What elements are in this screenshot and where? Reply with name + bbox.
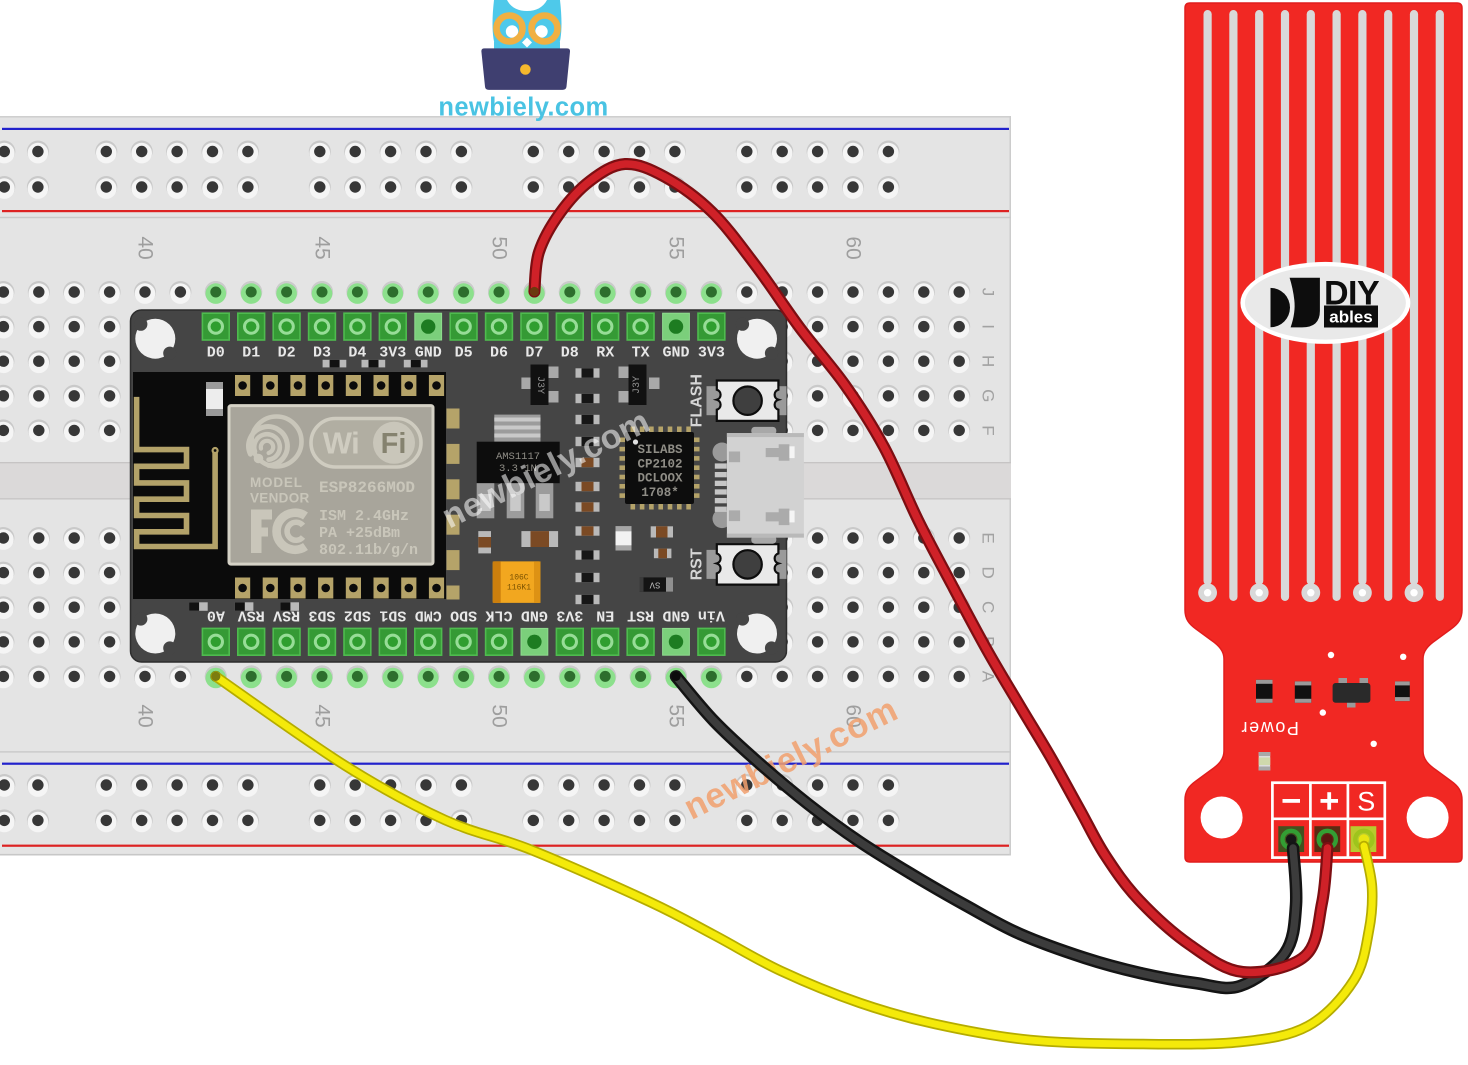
svg-text:RST: RST [627,607,654,624]
svg-text:TX: TX [632,345,650,362]
svg-text:45: 45 [311,704,334,727]
svg-text:45: 45 [311,236,334,259]
svg-text:CP2102: CP2102 [637,457,682,471]
svg-text:40: 40 [134,704,157,727]
svg-text:1708*: 1708* [641,486,679,500]
svg-text:H: H [979,355,998,367]
svg-text:50: 50 [488,236,511,259]
svg-text:SD2: SD2 [344,607,371,624]
svg-text:116K1: 116K1 [507,584,531,593]
svg-text:CLK: CLK [485,607,512,624]
svg-text:FLASH: FLASH [689,374,706,427]
svg-text:D4: D4 [348,345,366,362]
svg-text:VENDOR: VENDOR [250,491,310,506]
svg-text:Power: Power [1240,718,1299,738]
svg-text:D: D [979,566,998,578]
svg-text:Fi: Fi [381,428,407,460]
svg-text:D1: D1 [242,345,260,362]
svg-text:J: J [979,288,998,297]
svg-text:50: 50 [488,704,511,727]
svg-text:MODEL: MODEL [250,475,303,490]
svg-text:C: C [979,601,998,613]
svg-text:D5: D5 [455,345,473,362]
svg-text:55: 55 [665,704,688,727]
svg-text:SV: SV [649,580,660,590]
svg-text:SDO: SDO [450,607,477,624]
svg-text:PA +25dBm: PA +25dBm [319,525,400,542]
svg-text:G: G [979,389,998,402]
svg-text:newbiely.com: newbiely.com [438,94,608,122]
svg-text:A0: A0 [207,607,225,624]
svg-text:SD1: SD1 [379,607,406,624]
svg-text:Vin: Vin [698,607,725,624]
svg-text:106C: 106C [509,574,528,583]
svg-text:CMD: CMD [415,607,442,624]
svg-text:SILABS: SILABS [637,443,683,457]
svg-text:S: S [1357,787,1375,817]
svg-text:ables: ables [1329,308,1372,327]
svg-text:802.11b/g/n: 802.11b/g/n [319,542,418,559]
svg-text:D3: D3 [313,345,331,362]
svg-text:GND: GND [521,607,548,624]
svg-text:SD3: SD3 [308,607,335,624]
svg-text:40: 40 [134,236,157,259]
svg-text:D8: D8 [561,345,579,362]
svg-text:55: 55 [665,236,688,259]
svg-text:F: F [979,425,998,435]
svg-text:DCLOOX: DCLOOX [637,472,683,486]
svg-text:D2: D2 [278,345,296,362]
svg-text:GND: GND [662,345,689,362]
svg-text:EN: EN [596,607,614,624]
svg-text:A: A [979,671,998,683]
svg-text:3.3 1N: 3.3 1N [499,463,537,475]
svg-text:D0: D0 [207,345,225,362]
svg-text:Wi: Wi [323,426,360,461]
svg-text:ESP8266MOD: ESP8266MOD [319,479,415,497]
svg-text:3V3: 3V3 [379,345,406,362]
svg-text:60: 60 [842,236,865,259]
svg-text:RX: RX [596,345,614,362]
svg-text:J3Y: J3Y [632,376,643,394]
svg-text:D6: D6 [490,345,508,362]
svg-text:GND: GND [662,607,689,624]
svg-text:3V3: 3V3 [698,345,725,362]
svg-text:60: 60 [842,704,865,727]
svg-text:J3Y: J3Y [534,376,545,394]
svg-text:E: E [979,532,998,543]
svg-text:GND: GND [415,345,442,362]
svg-text:AMS1117: AMS1117 [496,451,540,463]
svg-text:3V3: 3V3 [556,607,583,624]
svg-text:D7: D7 [525,345,543,362]
svg-text:ISM 2.4GHz: ISM 2.4GHz [319,508,409,525]
svg-text:I: I [979,324,998,329]
svg-text:RST: RST [689,548,706,580]
